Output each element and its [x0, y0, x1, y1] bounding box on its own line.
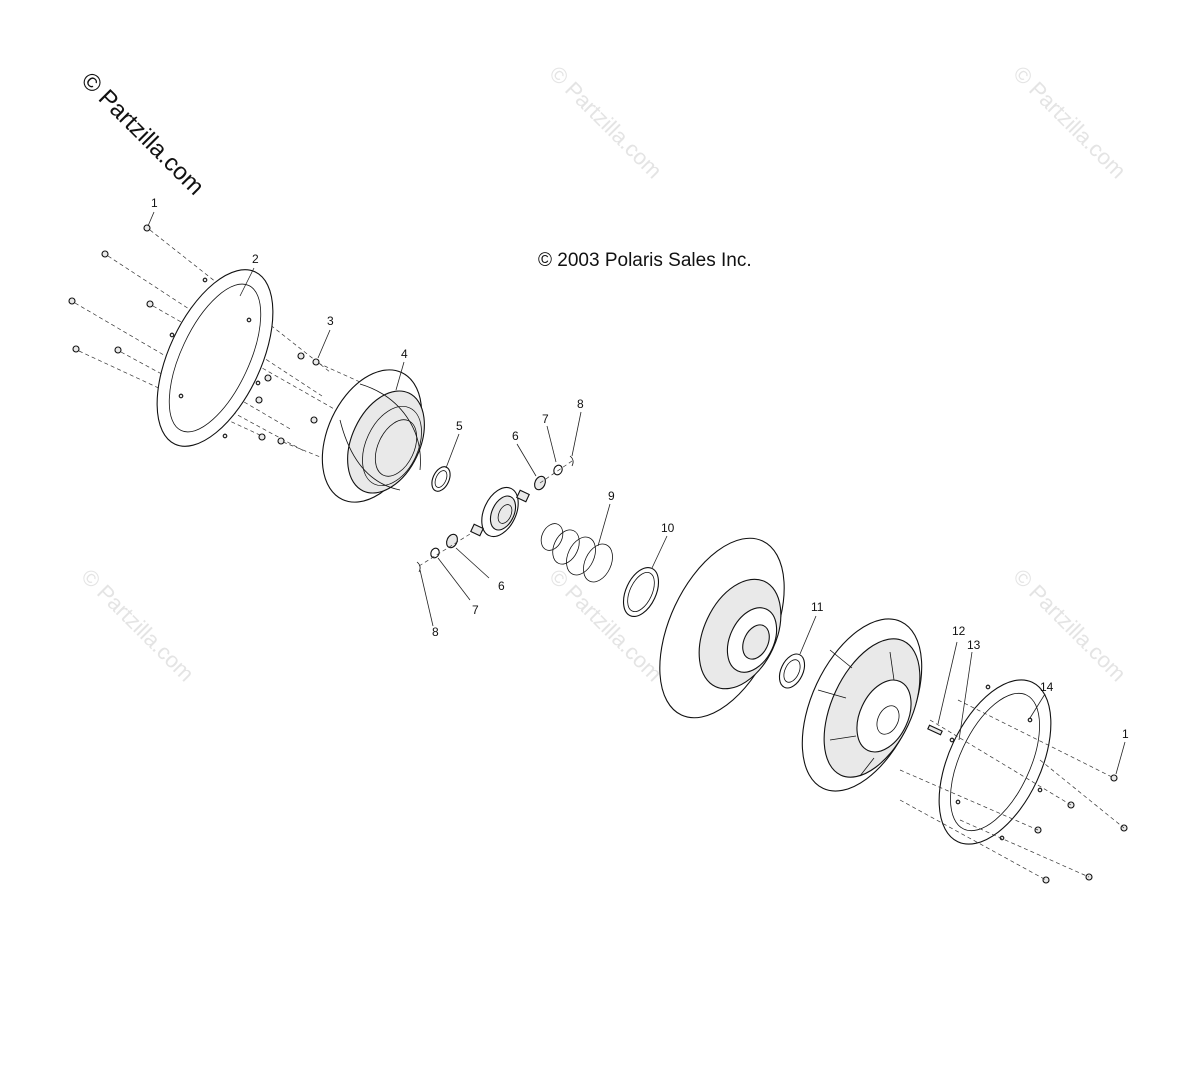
callout-9: 9	[608, 489, 615, 503]
callout-7-upper: 7	[542, 412, 549, 426]
watermark-mid-right: © Partzilla.com	[1008, 564, 1131, 687]
roller-set-upper	[534, 455, 574, 491]
watermark-main: © Partzilla.com	[76, 67, 209, 200]
callout-4: 4	[401, 347, 408, 361]
cam-assembly	[470, 486, 530, 538]
callout-6-lower: 6	[498, 579, 505, 593]
pin-part-12	[927, 724, 943, 736]
callout-2: 2	[252, 252, 259, 266]
callout-5: 5	[456, 419, 463, 433]
callout-leaders	[147, 211, 1126, 775]
spider-housing	[321, 369, 425, 503]
callout-6-upper: 6	[512, 429, 519, 443]
copyright-notice: © 2003 Polaris Sales Inc.	[538, 250, 752, 271]
bushing-ring	[431, 466, 451, 492]
callout-12: 12	[952, 624, 966, 638]
callout-10: 10	[661, 521, 675, 535]
washer-part-10	[622, 567, 660, 617]
callout-1-left: 1	[151, 196, 158, 210]
callout-13: 13	[967, 638, 981, 652]
callout-14: 14	[1040, 680, 1054, 694]
callout-7-lower: 7	[472, 603, 479, 617]
watermark-top-center: © Partzilla.com	[544, 61, 667, 184]
moveable-sheave	[659, 537, 785, 719]
fixed-sheave	[801, 618, 923, 792]
callout-8-lower: 8	[432, 625, 439, 639]
gasket-ring-left	[156, 269, 274, 447]
spring	[540, 523, 613, 583]
right-bolts	[899, 699, 1128, 884]
callout-8-upper: 8	[577, 397, 584, 411]
watermark-mid-left: © Partzilla.com	[76, 564, 199, 687]
watermark-top-right: © Partzilla.com	[1008, 61, 1131, 184]
callout-11: 11	[811, 600, 824, 614]
washer-part-11	[778, 653, 806, 689]
roller-set-lower	[416, 533, 471, 573]
callout-1-right: 1	[1122, 727, 1129, 741]
callout-3: 3	[327, 314, 334, 328]
